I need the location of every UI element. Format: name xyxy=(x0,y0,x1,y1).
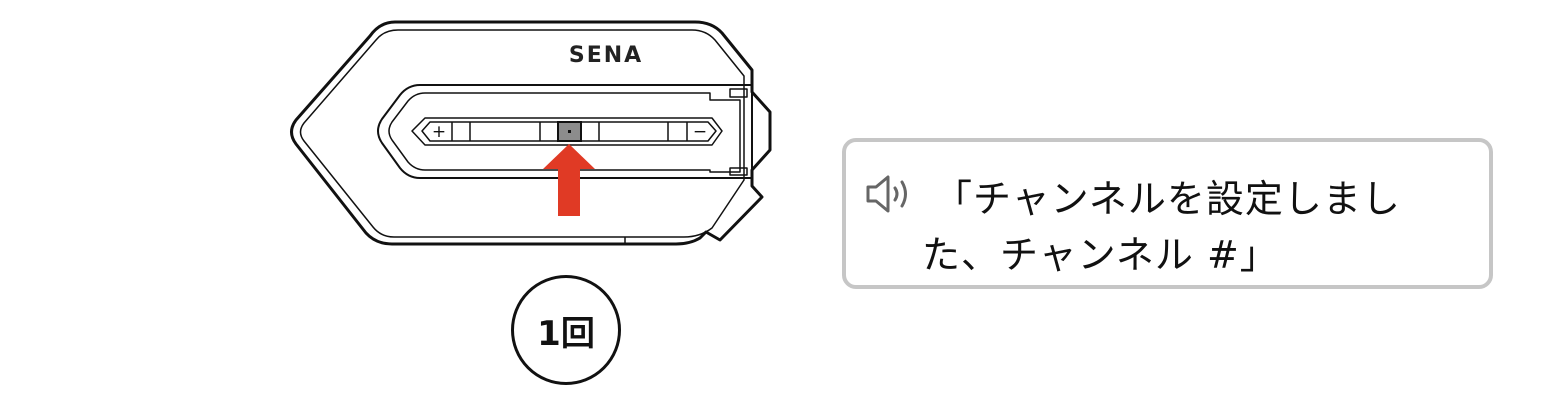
voice-prompt-line-1: 「チャンネルを設定しまし xyxy=(934,177,1401,221)
device-outline xyxy=(290,20,772,246)
press-count-badge: 1回 xyxy=(511,275,621,385)
voice-prompt-line-2: た、チャンネル #」 xyxy=(922,233,1279,277)
plus-button-label[interactable]: + xyxy=(432,122,446,142)
minus-button-label[interactable]: − xyxy=(693,122,707,142)
slider-track xyxy=(377,84,753,179)
button-strip xyxy=(421,121,717,142)
brand-logo: SENA xyxy=(569,43,643,68)
press-arrow-icon xyxy=(543,144,595,216)
speaker-icon xyxy=(866,175,907,213)
voice-prompt-box: 「チャンネルを設定しまし た、チャンネル #」 xyxy=(842,138,1493,289)
